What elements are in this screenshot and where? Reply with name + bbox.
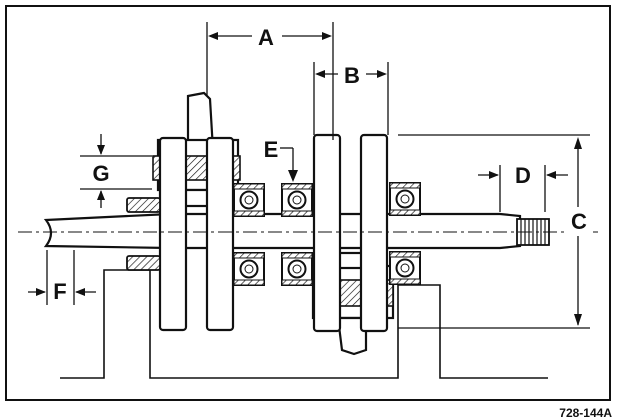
bearing-mid-upper bbox=[281, 183, 313, 217]
label-a: A bbox=[258, 25, 274, 50]
crank-web-2 bbox=[205, 136, 235, 332]
crank-web-1 bbox=[158, 136, 188, 332]
thrust-washer-upper bbox=[126, 197, 161, 213]
label-b: B bbox=[344, 63, 360, 88]
dimension-a bbox=[206, 22, 334, 140]
label-d: D bbox=[515, 163, 531, 188]
bearing-mid-lower bbox=[281, 252, 313, 286]
reference-code: 728-144A bbox=[559, 406, 612, 420]
bearing-left-upper bbox=[233, 183, 265, 217]
dimension-b bbox=[313, 62, 389, 135]
dimension-c bbox=[398, 134, 590, 329]
label-e: E bbox=[264, 137, 279, 162]
bearing-right-upper bbox=[389, 182, 421, 216]
crank-web-3 bbox=[312, 133, 342, 333]
dimension-d bbox=[478, 165, 568, 212]
bearing-right-lower bbox=[389, 251, 421, 285]
label-g: G bbox=[92, 161, 109, 186]
dimension-f bbox=[28, 250, 96, 305]
crank-web-4 bbox=[359, 133, 389, 333]
dimension-g bbox=[80, 134, 152, 208]
main-shaft bbox=[43, 212, 522, 250]
label-f: F bbox=[53, 279, 66, 304]
housing-outline bbox=[60, 269, 548, 379]
diagram-frame bbox=[5, 5, 611, 401]
pointer-e bbox=[280, 147, 298, 182]
label-c: C bbox=[571, 209, 587, 234]
bearing-left-lower bbox=[233, 252, 265, 286]
thrust-washer-lower bbox=[126, 255, 161, 271]
